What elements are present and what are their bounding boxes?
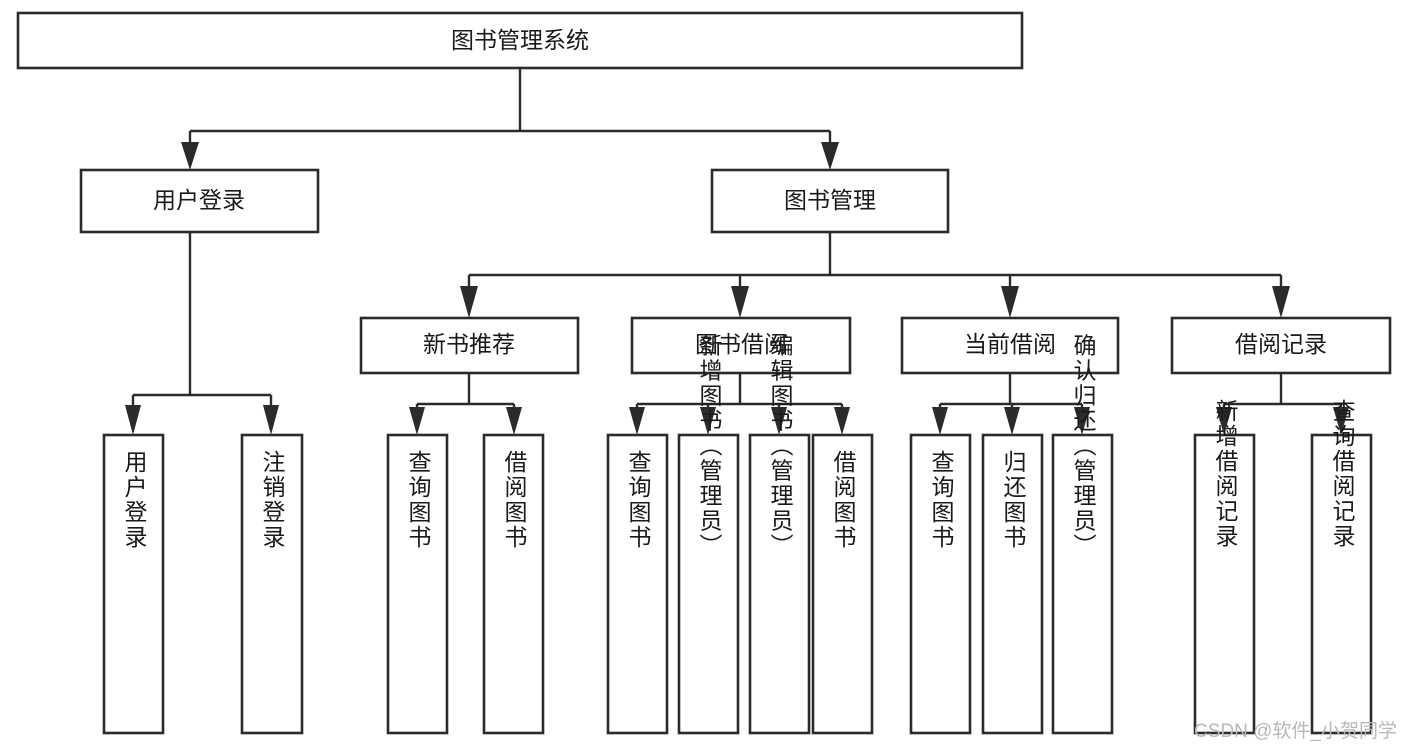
arrow-bm-to-bookborrow: [731, 286, 749, 318]
arrow-userlogin-leaf-1: [125, 405, 141, 435]
node-book-manage[interactable]: 图书管理: [710, 168, 950, 234]
connector-group-currentborrow: [932, 373, 1090, 435]
leaf-query-book-3-box[interactable]: [909, 433, 972, 735]
connector-group-root: [181, 68, 839, 170]
leaf-logout-login-box[interactable]: [240, 433, 304, 735]
leaf-user-login-label: 用户登录: [121, 450, 148, 550]
arrow-bm-to-borrowrecord: [1272, 286, 1290, 318]
leaf-node-query-book-1[interactable]: 查询图书: [386, 433, 449, 735]
leaf-confirm-return-box[interactable]: [1051, 433, 1114, 735]
arrow-bb-leaf-1: [629, 407, 645, 435]
node-book-borrow-box[interactable]: [630, 316, 852, 375]
node-book-manage-label: 图书管理: [784, 187, 876, 213]
arrow-cb-leaf-3: [1074, 407, 1090, 435]
leaf-node-edit-book[interactable]: 编辑图书（管理员）: [748, 334, 811, 735]
node-book-borrow-label: 图书借阅: [695, 331, 787, 357]
leaf-node-confirm-return[interactable]: 确认归还（管理员）: [1051, 334, 1114, 735]
arrow-bb-leaf-2: [700, 407, 716, 435]
leaf-add-book-label: 新增图书（管理员）: [696, 334, 723, 559]
arrow-bm-to-currentborrow: [1001, 286, 1019, 318]
leaf-add-borrow-record-box[interactable]: [1193, 433, 1256, 735]
connector-group-bookmanage: [460, 232, 1290, 318]
leaf-node-borrow-book-1[interactable]: 借阅图书: [482, 433, 545, 735]
connector-group-borrowrecord: [1216, 373, 1349, 435]
node-borrow-record-box[interactable]: [1170, 316, 1392, 375]
csdn-watermark: CSDN @软件_小贺同学: [1194, 721, 1397, 742]
arrow-root-to-userlogin: [181, 142, 199, 170]
leaf-edit-book-box[interactable]: [748, 433, 811, 735]
arrow-bb-leaf-4: [834, 407, 850, 435]
node-current-borrow-box[interactable]: [900, 316, 1120, 375]
leaf-query-book-2-box[interactable]: [606, 433, 669, 735]
leaf-borrow-book-1-label: 借阅图书: [501, 450, 528, 550]
leaf-query-book-1-box[interactable]: [386, 433, 449, 735]
node-book-manage-box[interactable]: [710, 168, 950, 234]
leaf-node-add-borrow-record[interactable]: 新增借阅记录: [1193, 399, 1256, 735]
node-user-login-label: 用户登录: [153, 187, 245, 213]
leaf-node-return-book[interactable]: 归还图书: [981, 433, 1044, 735]
node-new-book-recommend-label: 新书推荐: [423, 331, 515, 357]
arrow-bm-to-newbook: [460, 286, 478, 318]
arrow-cb-leaf-2: [1004, 407, 1020, 435]
arrow-br-leaf-2: [1333, 407, 1349, 435]
leaf-query-borrow-record-box[interactable]: [1310, 433, 1373, 735]
leaf-query-book-2-label: 查询图书: [625, 450, 652, 550]
leaf-user-login-box[interactable]: [102, 433, 165, 735]
node-new-book-recommend[interactable]: 新书推荐: [359, 316, 580, 375]
arrow-cb-leaf-1: [932, 407, 948, 435]
node-root-box[interactable]: [16, 11, 1024, 70]
leaf-query-book-1-label: 查询图书: [405, 450, 432, 550]
leaf-node-logout-login[interactable]: 注销登录: [240, 433, 304, 735]
leaf-return-book-label: 归还图书: [1000, 450, 1027, 550]
leaf-borrow-book-2-label: 借阅图书: [830, 450, 857, 550]
node-user-login-box[interactable]: [79, 168, 320, 234]
leaf-return-book-box[interactable]: [981, 433, 1044, 735]
leaf-confirm-return-label: 确认归还（管理员）: [1070, 334, 1097, 559]
leaf-node-query-book-3[interactable]: 查询图书: [909, 433, 972, 735]
node-root[interactable]: 图书管理系统: [16, 11, 1024, 70]
arrow-userlogin-leaf-2: [263, 405, 279, 435]
leaf-logout-login-label: 注销登录: [259, 450, 286, 550]
node-book-borrow[interactable]: 图书借阅: [630, 316, 852, 375]
node-root-label: 图书管理系统: [451, 27, 589, 53]
node-borrow-record[interactable]: 借阅记录: [1170, 316, 1392, 375]
connector-group-userlogin: [125, 232, 279, 435]
leaf-add-borrow-record-label: 新增借阅记录: [1212, 399, 1239, 549]
leaf-query-borrow-record-label: 查询借阅记录: [1329, 399, 1356, 549]
connector-group-bookborrow: [629, 373, 850, 435]
arrow-nb-leaf-1: [409, 407, 425, 435]
arrow-nb-leaf-2: [506, 407, 522, 435]
leaf-add-book-box[interactable]: [677, 433, 740, 735]
leaf-node-borrow-book-2[interactable]: 借阅图书: [811, 433, 874, 735]
node-user-login[interactable]: 用户登录: [79, 168, 320, 234]
connector-group-newbook: [409, 373, 522, 435]
node-new-book-recommend-box[interactable]: [359, 316, 580, 375]
leaf-node-query-borrow-record[interactable]: 查询借阅记录: [1310, 399, 1373, 735]
leaf-query-book-3-label: 查询图书: [928, 450, 955, 550]
node-current-borrow-label: 当前借阅: [964, 331, 1056, 357]
leaf-borrow-book-1-box[interactable]: [482, 433, 545, 735]
arrow-root-to-bookmanage: [821, 142, 839, 170]
node-current-borrow[interactable]: 当前借阅: [900, 316, 1120, 375]
leaf-borrow-book-2-box[interactable]: [811, 433, 874, 735]
leaf-edit-book-label: 编辑图书（管理员）: [767, 334, 794, 559]
leaf-node-user-login[interactable]: 用户登录: [102, 433, 165, 735]
leaf-node-add-book[interactable]: 新增图书（管理员）: [677, 334, 740, 735]
arrow-bb-leaf-3: [771, 407, 787, 435]
arrow-br-leaf-1: [1216, 407, 1232, 435]
leaf-node-query-book-2[interactable]: 查询图书: [606, 433, 669, 735]
node-borrow-record-label: 借阅记录: [1235, 331, 1327, 357]
